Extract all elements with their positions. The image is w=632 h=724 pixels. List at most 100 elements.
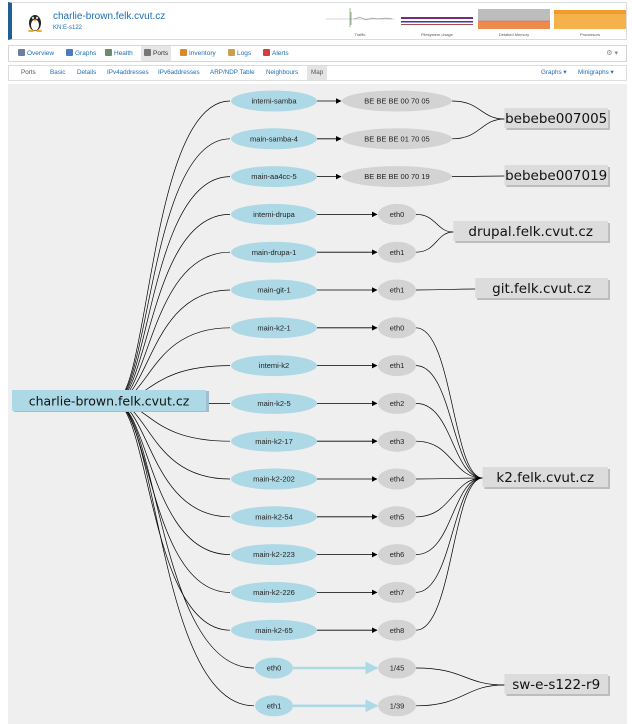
- tab-graphs-label: Graphs: [75, 50, 97, 57]
- device-node-bebebe007019[interactable]: bebebe007019: [504, 165, 610, 187]
- device-edge-10: [415, 477, 483, 480]
- local-port-node-main-k2-65-14[interactable]: main-k2-65: [231, 619, 317, 641]
- remote-port-ellipse: [378, 392, 416, 414]
- device-node-k2-felk-cvut-cz[interactable]: k2.felk.cvut.cz: [482, 467, 611, 489]
- memory-minigraph[interactable]: Detailed Memory: [478, 7, 550, 37]
- device-hostname-link[interactable]: charlie-brown.felk.cvut.cz: [53, 11, 166, 22]
- remote-port-node-10[interactable]: eth4: [378, 468, 416, 490]
- local-port-node-intemi-k2-7[interactable]: intemi-k2: [231, 355, 317, 377]
- subtab-neighbours[interactable]: Neighbours: [266, 69, 299, 76]
- remote-port-node-12[interactable]: eth6: [378, 544, 416, 566]
- local-port-node-main-k2-54-11[interactable]: main-k2-54: [231, 506, 317, 528]
- tab-alerts[interactable]: Alerts: [263, 46, 289, 61]
- remote-port-node-15[interactable]: 1/45: [378, 657, 416, 679]
- subtab-details[interactable]: Details: [77, 69, 97, 76]
- subtab-basic[interactable]: Basic: [50, 69, 66, 76]
- local-port-node-main-k2-5-8[interactable]: main-k2-5: [231, 392, 317, 414]
- local-port-node-eth1-16[interactable]: eth1: [255, 695, 293, 717]
- tab-ports-label: Ports: [153, 50, 169, 57]
- remote-port-node-6[interactable]: eth0: [378, 317, 416, 339]
- tab-inventory[interactable]: Inventory: [180, 46, 216, 61]
- ports-icon: [144, 49, 151, 56]
- remote-port-node-7[interactable]: eth1: [378, 355, 416, 377]
- local-port-label: main-drupa-1: [252, 248, 297, 257]
- remote-port-ellipse: [342, 128, 452, 150]
- source-edge-13: [113, 401, 231, 593]
- main-navigation: Overview Graphs Health Ports Inventory L…: [8, 45, 627, 62]
- tab-graphs[interactable]: Graphs: [66, 46, 96, 61]
- minigraphs-dropdown[interactable]: Minigraphs ▾: [578, 69, 614, 76]
- local-port-node-main-samba-4-1[interactable]: main-samba-4: [231, 128, 317, 150]
- local-port-ellipse: [231, 468, 317, 490]
- remote-port-node-1[interactable]: BE BE BE 01 70 05: [342, 128, 452, 150]
- remote-port-node-5[interactable]: eth1: [378, 279, 416, 301]
- health-icon: [105, 49, 112, 56]
- local-port-node-main-drupa-1-4[interactable]: main-drupa-1: [231, 241, 317, 263]
- device-edge-3: [415, 214, 454, 233]
- subtab-arp-ndp-table[interactable]: ARP/NDP Table: [210, 69, 255, 76]
- local-port-ellipse: [231, 128, 317, 150]
- remote-port-label: BE BE BE 01 70 05: [364, 134, 429, 143]
- device-label: bebebe007019: [505, 168, 607, 184]
- local-port-node-main-k2-202-10[interactable]: main-k2-202: [231, 468, 317, 490]
- local-port-node-eth0-15[interactable]: eth0: [255, 657, 293, 679]
- remote-port-ellipse: [378, 468, 416, 490]
- device-label: bebebe007005: [505, 111, 607, 127]
- device-node-sw-e-s122-r9[interactable]: sw-e-s122-r9: [504, 674, 610, 696]
- remote-port-node-3[interactable]: eth0: [378, 203, 416, 225]
- source-edge-15: [113, 401, 255, 669]
- local-port-node-main-aa4cc-5-2[interactable]: main-aa4cc-5: [231, 166, 317, 188]
- subtab-map[interactable]: Map: [307, 66, 328, 80]
- graphs-icon: [66, 49, 73, 56]
- local-port-node-main-k2-226-13[interactable]: main-k2-226: [231, 581, 317, 603]
- device-edge-4: [415, 231, 454, 253]
- subtab-ports[interactable]: Ports: [21, 69, 36, 76]
- device-node-bebebe007005[interactable]: bebebe007005: [504, 108, 610, 130]
- local-port-node-intemi-samba-0[interactable]: intemi-samba: [231, 90, 317, 112]
- local-port-ellipse: [231, 203, 317, 225]
- tab-ports[interactable]: Ports: [141, 46, 172, 61]
- device-edge-1: [451, 118, 505, 140]
- remote-port-ellipse: [378, 506, 416, 528]
- local-port-node-main-git-1-5[interactable]: main-git-1: [231, 279, 317, 301]
- device-edge-11: [415, 477, 483, 518]
- tab-health[interactable]: Health: [105, 46, 133, 61]
- local-port-label: main-samba-4: [250, 134, 298, 143]
- subtab-ipv6addresses[interactable]: IPv6addresses: [158, 69, 200, 76]
- remote-port-node-9[interactable]: eth3: [378, 430, 416, 452]
- traffic-minigraph[interactable]: Traffic: [324, 7, 396, 37]
- remote-port-node-16[interactable]: 1/39: [378, 695, 416, 717]
- filesystem-minigraph[interactable]: Filesystem Usage: [401, 7, 473, 37]
- remote-port-node-8[interactable]: eth2: [378, 392, 416, 414]
- remote-port-label: eth7: [390, 588, 405, 597]
- remote-port-node-13[interactable]: eth7: [378, 581, 416, 603]
- device-header: charlie-brown.felk.cvut.cz KN:E-s122 Tra…: [8, 2, 627, 40]
- source-box: [12, 390, 206, 411]
- local-port-node-intemi-drupa-3[interactable]: intemi-drupa: [231, 203, 317, 225]
- source-edge-14: [113, 401, 231, 631]
- remote-port-ellipse: [342, 90, 452, 112]
- local-port-node-main-k2-223-12[interactable]: main-k2-223: [231, 544, 317, 566]
- processors-minigraph[interactable]: Processors: [554, 7, 626, 37]
- remote-port-ellipse: [378, 695, 416, 717]
- tab-logs-label: Logs: [237, 50, 252, 57]
- source-device-node[interactable]: charlie-brown.felk.cvut.cz: [12, 390, 209, 412]
- tab-logs[interactable]: Logs: [228, 46, 251, 61]
- device-box: [475, 278, 608, 298]
- logs-icon: [228, 49, 235, 56]
- device-node-drupal-felk-cvut-cz[interactable]: drupal.felk.cvut.cz: [453, 221, 610, 243]
- remote-port-node-2[interactable]: BE BE BE 00 70 19: [342, 166, 452, 188]
- tab-overview[interactable]: Overview: [18, 46, 54, 61]
- local-port-label: main-git-1: [257, 286, 290, 295]
- local-port-node-main-k2-17-9[interactable]: main-k2-17: [231, 430, 317, 452]
- gear-icon[interactable]: ⚙ ▾: [606, 50, 618, 57]
- remote-port-node-11[interactable]: eth5: [378, 506, 416, 528]
- device-node-git-felk-cvut-cz[interactable]: git.felk.cvut.cz: [475, 278, 610, 300]
- remote-port-node-0[interactable]: BE BE BE 00 70 05: [342, 90, 452, 112]
- local-port-node-main-k2-1-6[interactable]: main-k2-1: [231, 317, 317, 339]
- remote-port-node-14[interactable]: eth8: [378, 619, 416, 641]
- graphs-dropdown[interactable]: Graphs ▾: [541, 69, 567, 76]
- local-port-ellipse: [231, 90, 317, 112]
- subtab-ipv4addresses[interactable]: IPv4addresses: [107, 69, 149, 76]
- remote-port-node-4[interactable]: eth1: [378, 241, 416, 263]
